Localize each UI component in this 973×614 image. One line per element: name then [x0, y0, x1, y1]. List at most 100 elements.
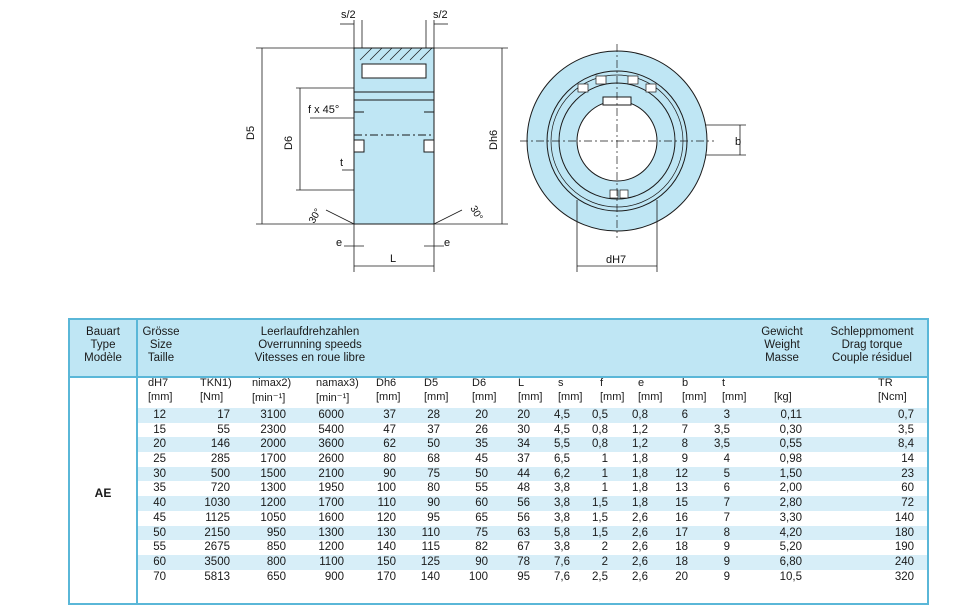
table-cell: 3500: [204, 555, 230, 568]
table-cell: 1: [601, 482, 608, 495]
table-cell: 45: [475, 453, 488, 466]
type-label: AE: [94, 486, 112, 500]
column-header: D5: [424, 377, 439, 389]
table-cell: 1700: [318, 497, 344, 510]
table-cell: 850: [266, 541, 286, 554]
table-cell: 6,2: [554, 467, 570, 480]
column-unit: [Ncm]: [878, 391, 907, 403]
table-cell: 3,8: [554, 511, 570, 524]
column-unit: [mm]: [558, 391, 583, 403]
dim-label-e-left: e: [336, 237, 342, 249]
dim-label-angle-left: 30°: [307, 207, 324, 226]
table-cell: 125: [420, 555, 440, 568]
table-cell: 15: [675, 497, 688, 510]
table-cell: 18: [675, 555, 688, 568]
table-cell: 26: [475, 423, 488, 436]
table-cell: 40: [153, 497, 166, 510]
table-cell: 37: [383, 409, 396, 421]
table-cell: 2,6: [632, 541, 648, 554]
table-cell: 320: [894, 570, 914, 583]
table-cell: 7: [723, 497, 730, 510]
column-unit: [mm]: [518, 391, 543, 403]
table-cell: 44: [517, 467, 530, 480]
table-cell: 8: [681, 438, 688, 451]
column-header: f: [600, 377, 604, 389]
column-header: D6: [472, 377, 487, 389]
dim-label-s-half-right: s/2: [433, 9, 448, 21]
table-cell: 3,8: [554, 541, 570, 554]
column-unit: [kg]: [774, 391, 792, 403]
table-cell: 2300: [260, 423, 286, 436]
hatching: [359, 47, 433, 61]
dim-label-l: L: [390, 253, 396, 265]
table-cell: 90: [475, 555, 488, 568]
table-cell: 56: [517, 511, 530, 524]
table-cell: 9: [723, 570, 730, 583]
table-cell: 60: [153, 555, 166, 568]
table-cell: 62: [383, 438, 396, 451]
table-cell: 170: [376, 570, 396, 583]
table-cell: 1,8: [632, 482, 648, 495]
table-cell: 1100: [319, 555, 344, 568]
table-cell: 1050: [260, 511, 286, 524]
table-cell: 9: [681, 453, 688, 466]
table-cell: 55: [153, 541, 166, 554]
column-unit: [Nm]: [200, 391, 224, 403]
table-cell: 0,98: [779, 453, 802, 466]
sprag-cage: [361, 63, 427, 79]
table-cell: 5,5: [554, 438, 570, 451]
column-headers: dH7[mm]TKN1)[Nm]nimax2)[min⁻¹]namax3)[mi…: [138, 377, 927, 407]
table-cell: 55: [217, 423, 230, 436]
table-cell: 1700: [260, 453, 286, 466]
column-header: Dh6: [376, 377, 397, 389]
table-cell: 90: [383, 467, 396, 480]
table-cell: 130: [376, 526, 396, 539]
table-cell: 1,8: [632, 497, 648, 510]
column-header: TKN1): [200, 377, 232, 389]
table-cell: 12: [153, 409, 166, 421]
table-cell: 23: [901, 467, 914, 480]
column-unit: [mm]: [600, 391, 625, 403]
table-cell: 50: [427, 438, 440, 451]
table-cell: 14: [901, 453, 914, 466]
table-cell: 18: [675, 541, 688, 554]
dim-label-dh7: dH7: [606, 254, 626, 266]
table-cell: 7: [723, 511, 730, 524]
dim-label-chamfer: f x 45°: [308, 104, 339, 116]
dim-label-dh6: Dh6: [488, 130, 500, 150]
table-cell: 3,30: [779, 511, 802, 524]
table-cell: 35: [475, 438, 488, 451]
table-cell: 2100: [318, 467, 344, 480]
column-header: t: [722, 377, 726, 389]
table-cell: 1200: [260, 497, 286, 510]
dim-label-t: t: [340, 157, 343, 169]
column-unit: [mm]: [682, 391, 707, 403]
table-cell: 17: [675, 526, 688, 539]
table-cell: 2: [601, 541, 608, 554]
table-cell: 0,7: [898, 409, 914, 421]
table-cell: 48: [517, 482, 530, 495]
table-cell: 75: [427, 467, 440, 480]
column-header: nimax2): [252, 377, 292, 389]
table-cell: 2,6: [632, 555, 648, 568]
table-cell: 2600: [318, 453, 344, 466]
table-cell: 110: [377, 497, 396, 510]
column-unit: [min⁻¹]: [316, 392, 350, 404]
table-cell: 30: [153, 467, 166, 480]
table-cell: 6: [681, 409, 688, 421]
table-cell: 60: [901, 482, 914, 495]
table-cell: 55: [475, 482, 488, 495]
table-cell: 95: [517, 570, 530, 583]
table-cell: 2000: [260, 438, 286, 451]
table-cell: 3: [723, 409, 730, 421]
table-cell: 6000: [318, 409, 344, 421]
table-cell: 1200: [318, 541, 344, 554]
